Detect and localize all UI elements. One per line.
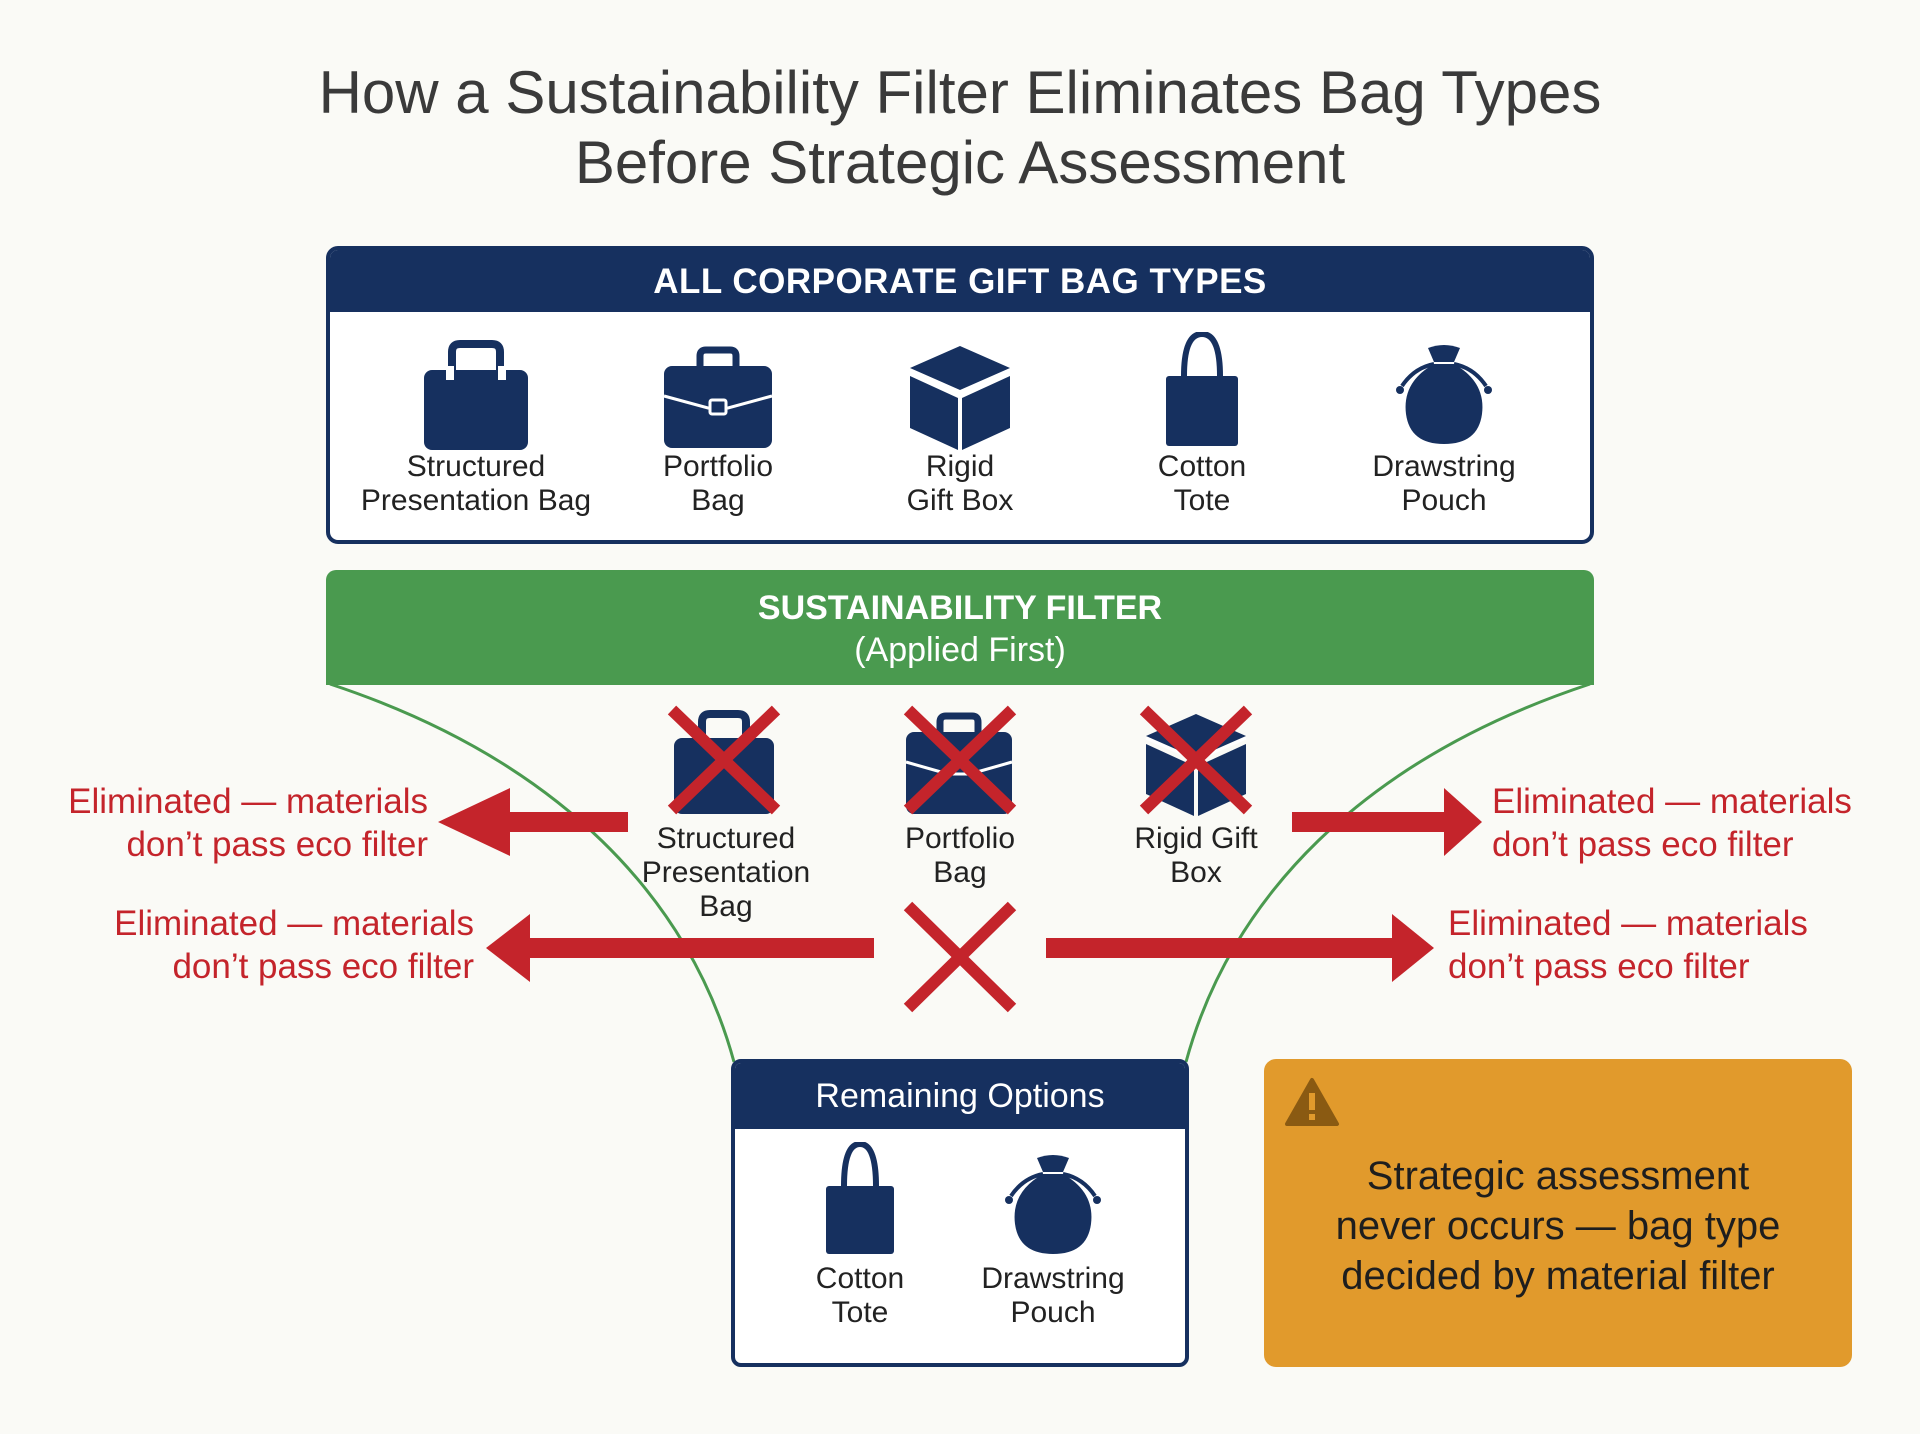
eliminated-callout-right-lower: Eliminated — materials don’t pass eco fi… bbox=[1448, 902, 1868, 988]
briefcase-icon bbox=[663, 346, 773, 448]
item-cotton-tote: Cotton Tote bbox=[1082, 330, 1322, 530]
tote-bag-icon bbox=[1166, 332, 1238, 446]
filter-subtitle: (Applied First) bbox=[854, 631, 1066, 669]
callout-line-2: don’t pass eco filter bbox=[172, 947, 474, 986]
callout-line-1: Eliminated — materials bbox=[1492, 782, 1852, 821]
item-label: Rigid Gift Box bbox=[906, 450, 1014, 517]
item-label: Drawstring Pouch bbox=[1372, 450, 1516, 517]
item-portfolio-bag: Portfolio Bag bbox=[598, 330, 838, 530]
title-line-1: How a Sustainability Filter Eliminates B… bbox=[318, 59, 1602, 126]
item-drawstring-pouch: Drawstring Pouch bbox=[1324, 330, 1564, 530]
item-structured-presentation-bag: Structured Presentation Bag bbox=[356, 330, 596, 530]
all-bag-types-header: ALL CORPORATE GIFT BAG TYPES bbox=[330, 250, 1590, 312]
remaining-options-panel: Remaining Options bbox=[731, 1059, 1189, 1367]
callout-line-2: don’t pass eco filter bbox=[1492, 825, 1794, 864]
drawstring-pouch-icon bbox=[1005, 1155, 1101, 1254]
item-rigid-gift-box: Rigid Gift Box bbox=[840, 330, 1080, 530]
x-mark-icon bbox=[667, 705, 781, 815]
item-label: Cotton Tote bbox=[815, 1262, 905, 1329]
callout-line-2: don’t pass eco filter bbox=[126, 825, 428, 864]
x-mark-icon bbox=[903, 705, 1017, 815]
item-label: Portfolio Bag bbox=[662, 450, 774, 517]
item-label: Drawstring Pouch bbox=[981, 1262, 1125, 1329]
remaining-item-drawstring-pouch: Drawstring Pouch bbox=[960, 1140, 1146, 1340]
eliminated-label-structured: Structured Presentation Bag bbox=[641, 822, 811, 923]
item-label: Cotton Tote bbox=[1157, 450, 1247, 517]
item-label: Structured Presentation Bag bbox=[360, 450, 592, 517]
tote-bag-icon bbox=[826, 1142, 894, 1254]
gift-box-icon bbox=[909, 346, 1011, 450]
note-text: Strategic assessment never occurs — bag … bbox=[1335, 1154, 1781, 1298]
funnel-left-edge bbox=[329, 682, 736, 1063]
x-mark-icon bbox=[903, 901, 1017, 1013]
arrow-left-lower bbox=[486, 914, 874, 982]
arrow-right-lower bbox=[1046, 914, 1434, 982]
callout-line-1: Eliminated — materials bbox=[1448, 904, 1808, 943]
eliminated-callout-left-lower: Eliminated — materials don’t pass eco fi… bbox=[80, 902, 474, 988]
eliminated-callout-right-upper: Eliminated — materials don’t pass eco fi… bbox=[1492, 780, 1892, 866]
drawstring-pouch-icon bbox=[1396, 345, 1492, 444]
callout-line-1: Eliminated — materials bbox=[114, 904, 474, 943]
warning-icon bbox=[1285, 1078, 1339, 1126]
sustainability-filter: SUSTAINABILITY FILTER (Applied First) bbox=[326, 570, 1594, 685]
eliminated-structured-bag-icon bbox=[674, 710, 774, 814]
filter-title: SUSTAINABILITY FILTER bbox=[757, 589, 1163, 627]
remaining-options-header: Remaining Options bbox=[735, 1063, 1185, 1129]
arrow-right-upper bbox=[1292, 788, 1482, 856]
structured-bag-icon bbox=[424, 340, 528, 450]
remaining-item-cotton-tote: Cotton Tote bbox=[780, 1140, 940, 1340]
eliminated-callout-left-upper: Eliminated — materials don’t pass eco fi… bbox=[40, 780, 428, 866]
title-line-2: Before Strategic Assessment bbox=[574, 129, 1346, 196]
all-bag-types-panel: ALL CORPORATE GIFT BAG TYPES bbox=[326, 246, 1594, 544]
eliminated-label-portfolio: Portfolio Bag bbox=[904, 822, 1016, 889]
callout-line-2: don’t pass eco filter bbox=[1448, 947, 1750, 986]
strategic-assessment-note: Strategic assessment never occurs — bag … bbox=[1264, 1059, 1852, 1367]
eliminated-label-gift-box: Rigid Gift Box bbox=[1134, 822, 1258, 889]
x-mark-icon bbox=[1139, 705, 1253, 815]
arrow-left-upper bbox=[438, 788, 628, 856]
diagram-title: How a Sustainability Filter Eliminates B… bbox=[0, 58, 1920, 198]
callout-line-1: Eliminated — materials bbox=[68, 782, 428, 821]
funnel-right-edge bbox=[1184, 682, 1591, 1063]
